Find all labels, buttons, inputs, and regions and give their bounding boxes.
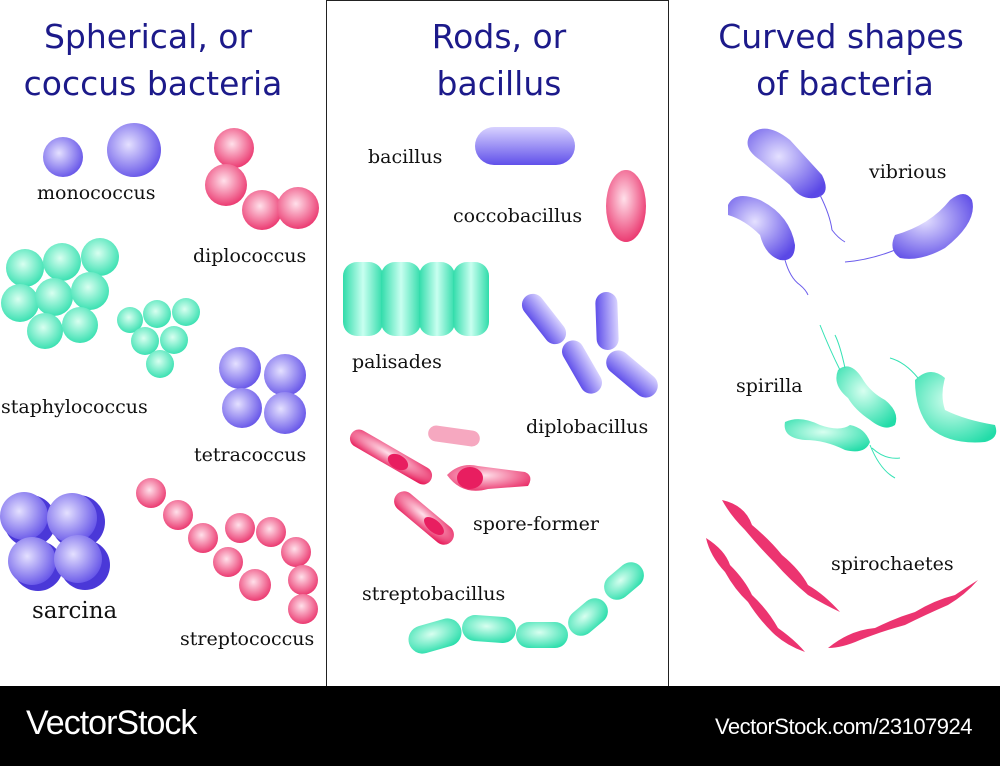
heading-coccus: Spherical, or coccus bacteria: [24, 17, 283, 103]
sarcina-illustration: [0, 492, 110, 591]
coccobacillus-illustration: [606, 170, 646, 242]
svg-text:Curved shapes: Curved shapes: [718, 17, 964, 56]
heading-curved: Curved shapes of bacteria: [718, 17, 964, 103]
streptococcus-illustration: [136, 478, 318, 624]
label-coccobacillus: coccobacillus: [453, 205, 582, 227]
label-sarcina: sarcina: [32, 598, 118, 624]
label-tetracoccus: tetracoccus: [194, 444, 306, 466]
svg-text:Spherical, or: Spherical, or: [44, 17, 253, 56]
diagram-canvas: Spherical, or coccus bacteria Rods, or b…: [0, 0, 997, 686]
label-diplobacillus: diplobacillus: [526, 416, 648, 438]
label-vibrious: vibrious: [868, 161, 947, 183]
label-monococcus: monococcus: [37, 182, 155, 204]
palisades-illustration: [343, 262, 489, 336]
label-streptobacillus: streptobacillus: [362, 583, 505, 605]
tetracoccus-illustration: [219, 347, 306, 434]
svg-text:Rods, or: Rods, or: [432, 17, 567, 56]
svg-text:coccus bacteria: coccus bacteria: [24, 64, 283, 103]
label-streptococcus: streptococcus: [180, 628, 314, 650]
brand-logo-text: VectorStock: [26, 704, 197, 742]
label-spore-former: spore-former: [473, 513, 600, 535]
label-staphylococcus: staphylococcus: [1, 396, 148, 418]
source-url-text: VectorStock.com/23107924: [714, 714, 973, 739]
watermark-footer: VectorStock VectorStock.com/23107924: [0, 686, 1000, 766]
streptobacillus-illustration: [408, 562, 644, 654]
spirilla-illustration: [784, 324, 997, 479]
label-diplococcus: diplococcus: [193, 245, 306, 267]
bacillus-illustration: [475, 127, 575, 165]
label-spirochaetes: spirochaetes: [831, 553, 954, 575]
label-palisades: palisades: [352, 351, 442, 373]
svg-text:of bacteria: of bacteria: [756, 64, 934, 103]
vibrio-illustration: [728, 128, 973, 296]
spore-former-illustration: [349, 425, 531, 545]
heading-bacillus: Rods, or bacillus: [432, 17, 567, 103]
panel-border-rods: [326, 0, 669, 686]
label-bacillus: bacillus: [368, 146, 442, 168]
staphylococcus-illustration: [1, 238, 200, 378]
svg-text:bacillus: bacillus: [437, 64, 562, 103]
spirochaetes-illustration: [706, 500, 978, 652]
monococcus-illustration: [43, 123, 161, 177]
diplococcus-illustration: [205, 128, 319, 230]
diplobacillus-illustration: [521, 292, 658, 398]
label-spirilla: spirilla: [736, 375, 803, 397]
